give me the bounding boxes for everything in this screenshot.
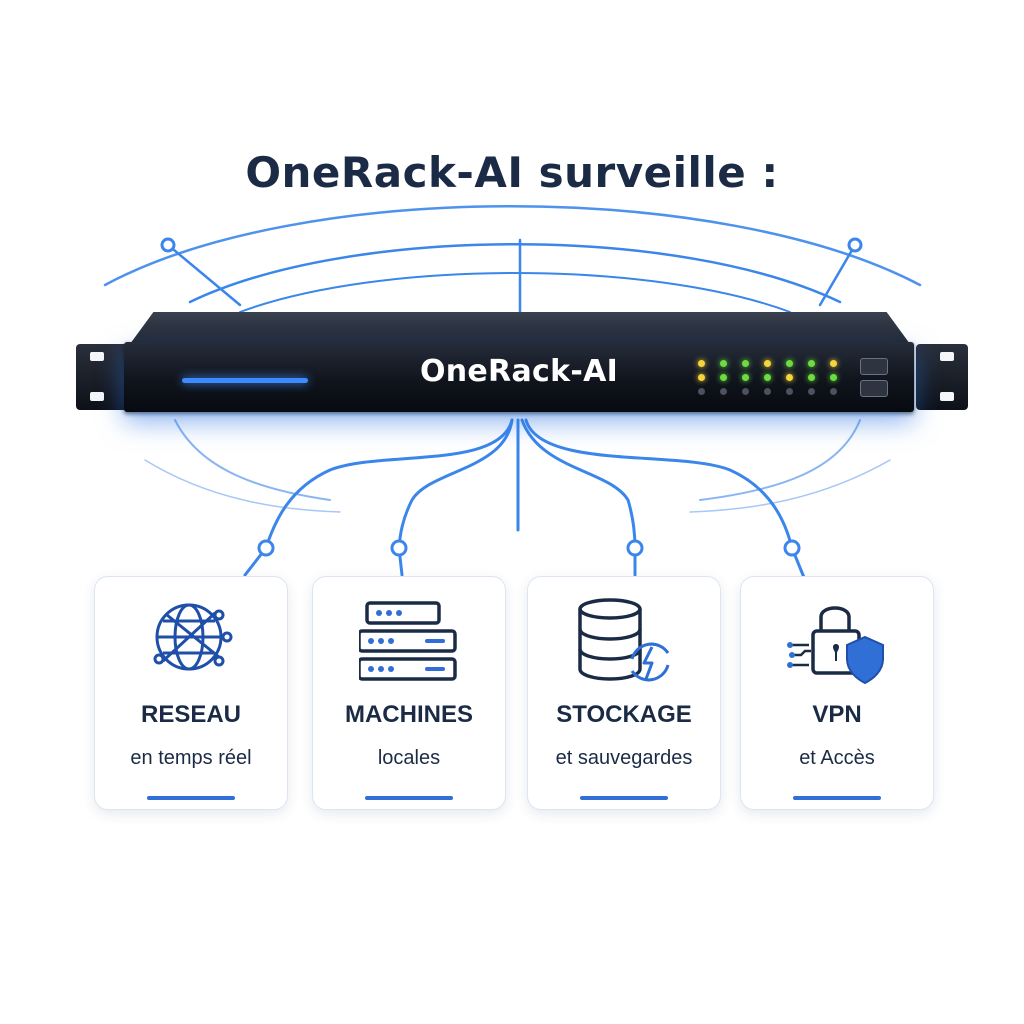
status-light-bar [182, 378, 308, 383]
card-subtitle: en temps réel [130, 747, 252, 769]
card-title: RESEAU [140, 701, 242, 728]
card-subtitle: et Accès [799, 747, 875, 769]
card-subtitle: locales [377, 747, 441, 769]
card-stockage: STOCKAGE et sauvegardes [527, 576, 721, 810]
globe-network-icon [153, 603, 233, 671]
rack-port-bottom [860, 380, 888, 397]
card-underline [147, 796, 235, 800]
card-vpn: VPN et Accès [740, 576, 934, 810]
card-reseau: RESEAU en temps réel [94, 576, 288, 810]
onerack-device: OneRack-AI [124, 342, 914, 412]
rack-ear-right [916, 344, 968, 410]
card-subtitle: et sauvegardes [555, 747, 693, 769]
card-underline [793, 796, 881, 800]
device-label: OneRack-AI [419, 354, 619, 389]
rack-port-top [860, 358, 888, 375]
card-title: VPN [812, 701, 862, 728]
card-underline [365, 796, 453, 800]
lock-shield-icon [787, 606, 884, 685]
card-machines: MACHINES locales [312, 576, 506, 810]
rack-ear-left [76, 344, 128, 410]
rack-top-panel [130, 312, 910, 344]
database-sync-icon [578, 598, 670, 682]
card-underline [580, 796, 668, 800]
card-title: MACHINES [344, 701, 473, 728]
card-title: STOCKAGE [556, 701, 692, 728]
server-stack-icon [359, 601, 457, 681]
diagram-title: OneRack-AI surveille : [245, 148, 779, 197]
